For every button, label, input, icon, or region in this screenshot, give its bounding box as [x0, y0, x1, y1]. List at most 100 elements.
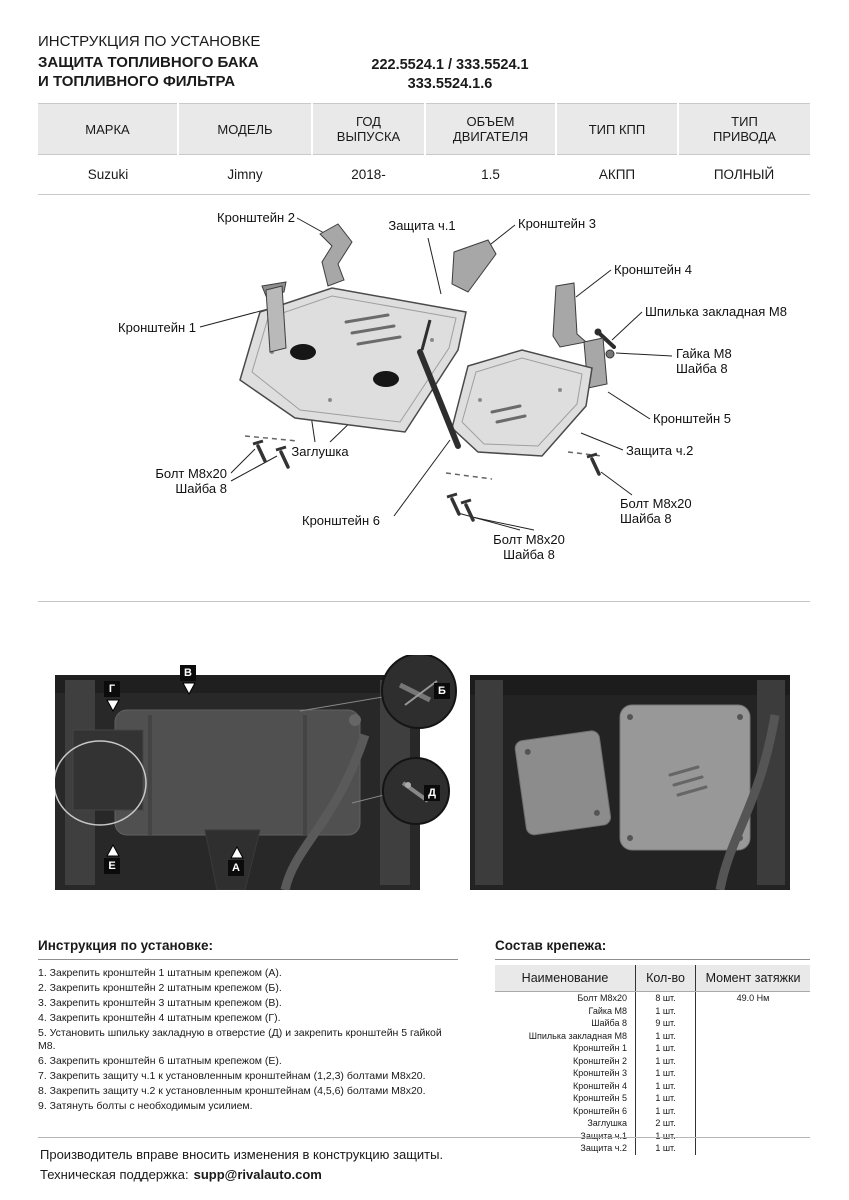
kit-item-torque	[696, 1042, 811, 1055]
callout-letter-v: В	[180, 665, 196, 681]
kit-item-qty: 1 шт.	[635, 1104, 696, 1117]
arrow-down-icon	[182, 682, 196, 696]
callout-letter-e: Е	[104, 858, 120, 874]
kit-item-name: Болт М8х20	[577, 993, 627, 1003]
kit-col-name: Наименование	[495, 965, 636, 992]
doc-type-line: ИНСТРУКЦИЯ ПО УСТАНОВКЕ	[38, 33, 261, 50]
kit-item-torque: 49.0 Нм	[736, 993, 770, 1003]
vehicle-col-gearbox: ТИП КПП	[555, 103, 678, 155]
fasteners-header-row: Наименование Кол-во Момент затяжки	[495, 965, 810, 992]
callout-letter-d: Д	[424, 785, 440, 801]
vehicle-year: 2018-	[312, 154, 425, 195]
installation-steps-section: Инструкция по установке: 1. Закрепить кр…	[38, 938, 458, 1115]
kit-row: Кронштейн 6 1 шт.	[495, 1104, 810, 1117]
support-label: Техническая поддержка:	[40, 1167, 189, 1182]
diagram-label-plug: Заглушка	[291, 444, 349, 459]
instruction-step: 7. Закрепить защиту ч.1 к установленным …	[38, 1070, 426, 1082]
kit-item-name: Кронштейн 2	[573, 1055, 627, 1066]
arrow-down-icon	[106, 699, 120, 713]
kit-title: Состав крепежа:	[495, 938, 607, 953]
kit-row: Гайка М8 1 шт.	[495, 1004, 811, 1018]
kit-row: Шайба 8 9 шт.	[495, 1017, 810, 1030]
instruction-step: 6. Закрепить кронштейн 6 штатным крепежо…	[38, 1055, 282, 1067]
instruction-step: 4. Закрепить кронштейн 4 штатным крепежо…	[38, 1012, 281, 1024]
vehicle-col-brand: МАРКА	[38, 103, 178, 155]
kit-item-name: Кронштейн 1	[573, 1043, 627, 1053]
kit-item-name: Кронштейн 6	[573, 1105, 627, 1116]
kit-item-torque	[696, 1117, 811, 1130]
kit-col-qty: Кол-во	[635, 965, 696, 992]
kit-item-qty: 1 шт.	[635, 1004, 696, 1017]
photo-guards-installed	[470, 675, 790, 890]
diagram-label-bracket-3: Кронштейн 3	[518, 216, 596, 231]
kit-item-torque	[696, 1005, 811, 1018]
instruction-step: 8. Закрепить защиту ч.2 к установленным …	[38, 1085, 426, 1097]
diagram-label-guard-part-2: Защита ч.2	[626, 443, 694, 458]
kit-item-qty: 2 шт.	[635, 1117, 696, 1130]
kit-item-torque	[696, 1142, 811, 1155]
footer-support: Техническая поддержка:supp@rivalauto.com	[40, 1167, 322, 1182]
instruction-step: 3. Закрепить кронштейн 3 штатным крепежо…	[38, 997, 282, 1009]
kit-item-torque	[696, 1017, 811, 1030]
vehicle-engine: 1.5	[425, 154, 556, 195]
kit-item-qty: 1 шт.	[635, 1079, 696, 1092]
vehicle-brand: Suzuki	[38, 154, 178, 195]
kit-item-name: Кронштейн 4	[573, 1080, 627, 1091]
kit-row: Кронштейн 4 1 шт.	[495, 1079, 811, 1093]
callout-letter-b: Б	[434, 683, 450, 699]
footer-disclaimer: Производитель вправе вносить изменения в…	[40, 1147, 444, 1162]
page-title-line-2: И ТОПЛИВНОГО ФИЛЬТРА	[38, 73, 236, 90]
kit-item-name: Защита ч.2	[580, 1143, 627, 1153]
vehicle-col-drive: ТИП ПРИВОДА	[677, 103, 810, 155]
kit-item-qty: 1 шт.	[635, 1067, 696, 1080]
installed-guards-photo-image	[470, 675, 790, 890]
kit-item-qty: 1 шт.	[635, 1092, 696, 1105]
diagram-label-bracket-6: Кронштейн 6	[302, 513, 380, 528]
kit-item-torque	[696, 1092, 811, 1105]
kit-item-qty: 1 шт.	[635, 1029, 696, 1042]
instruction-step: 9. Затянуть болты с необходимым усилием.	[38, 1100, 253, 1112]
kit-item-qty: 1 шт.	[635, 1042, 696, 1055]
instructions-steps: 1. Закрепить кронштейн 1 штатным крепежо…	[38, 967, 458, 1113]
kit-item-name: Шайба 8	[591, 1018, 627, 1028]
diagram-label-bracket-4: Кронштейн 4	[614, 262, 692, 277]
arrow-up-icon	[230, 845, 244, 859]
kit-item-torque	[696, 1030, 811, 1043]
diagram-label-bracket-5: Кронштейн 5	[653, 411, 731, 426]
fasteners-table: Наименование Кол-во Момент затяжки Болт …	[495, 965, 810, 1155]
diagram-label-nut-washer: Гайка М8 Шайба 8	[676, 346, 732, 376]
kit-item-qty: 9 шт.	[635, 1017, 696, 1030]
installation-photos: Г В Б Д Е А	[0, 655, 849, 900]
arrow-up-icon	[106, 843, 120, 857]
kit-row: Кронштейн 3 1 шт.	[495, 1067, 810, 1080]
diagram-label-bolt-washer-center: Болт М8х20 Шайба 8	[493, 532, 565, 562]
section-divider	[38, 601, 810, 602]
kit-item-name: Защита ч.1	[580, 1130, 627, 1141]
vehicle-table-row: Suzuki Jimny 2018- 1.5 АКПП ПОЛНЫЙ	[38, 154, 810, 195]
kit-item-name: Кронштейн 5	[573, 1093, 627, 1103]
kit-item-torque	[696, 1080, 811, 1093]
kit-row: Болт М8х20 8 шт. 49.0 Нм	[495, 991, 810, 1005]
vehicle-drive: ПОЛНЫЙ	[678, 154, 810, 195]
vehicle-col-year: ГОД ВЫПУСКА	[311, 103, 425, 155]
kit-item-name: Шпилька закладная М8	[528, 1030, 627, 1041]
kit-item-qty: 8 шт.	[635, 991, 696, 1005]
diagram-label-bolt-washer-right: Болт М8х20 Шайба 8	[620, 496, 692, 526]
kit-item-name: Гайка М8	[588, 1005, 627, 1016]
kit-item-torque	[696, 1067, 811, 1080]
diagram-label-guard-part-1: Защита ч.1	[388, 218, 456, 233]
vehicle-col-engine: ОБЪЕМ ДВИГАТЕЛЯ	[424, 103, 556, 155]
kit-row: Кронштейн 1 1 шт.	[495, 1042, 810, 1055]
kit-item-name: Кронштейн 3	[573, 1068, 627, 1078]
vehicle-col-model: МОДЕЛЬ	[177, 103, 312, 155]
vehicle-model: Jimny	[178, 154, 312, 195]
footer-divider	[38, 1137, 810, 1138]
kit-row: Кронштейн 5 1 шт.	[495, 1092, 810, 1105]
diagram-label-stud-m8: Шпилька закладная М8	[645, 304, 787, 319]
photo-callout-overlay	[106, 655, 457, 859]
instructions-title: Инструкция по установке:	[38, 938, 213, 953]
